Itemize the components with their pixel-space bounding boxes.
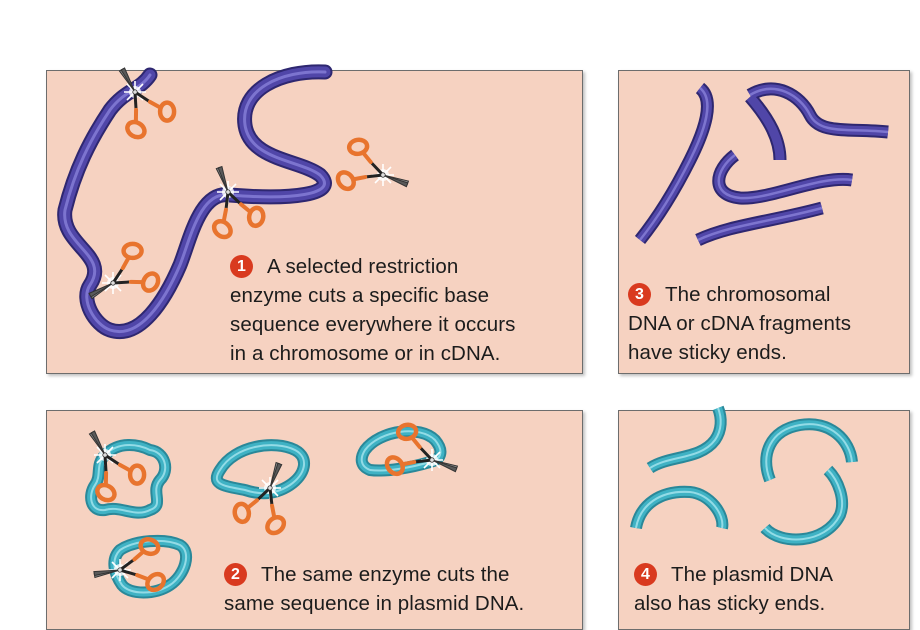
scissors-icon xyxy=(67,418,152,507)
step-1-badge: 1 xyxy=(230,255,253,278)
step-4-line-2: also has sticky ends. xyxy=(634,592,826,615)
step-2-line-2: same sequence in plasmid DNA. xyxy=(224,592,525,615)
step-3-line-3: have sticky ends. xyxy=(628,341,787,364)
step-1-line-3: sequence everywhere it occurs xyxy=(230,313,516,336)
step-1-line-4: in a chromosome or in cDNA. xyxy=(230,342,501,365)
step-4-badge: 4 xyxy=(634,563,657,586)
chromosomal-fragments xyxy=(634,82,889,246)
plasmid-fragments xyxy=(630,405,858,546)
step-1-line-2: enzyme cuts a specific base xyxy=(230,284,490,307)
step-3-badge: 3 xyxy=(628,283,651,306)
chromosome-dna-strand xyxy=(57,64,333,339)
step-2-badge: 2 xyxy=(224,563,247,586)
step-3-line-2: DNA or cDNA fragments xyxy=(628,312,852,335)
scissors-icon xyxy=(332,133,418,211)
